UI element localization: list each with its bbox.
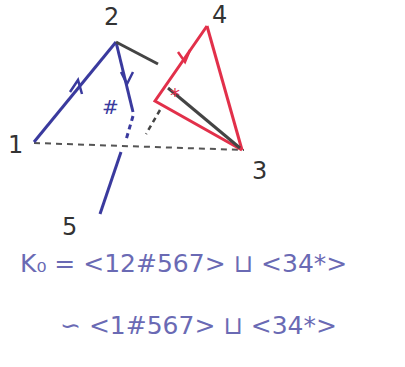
formula-text: K₀ = <12#567> ⊔ <34*> bbox=[20, 250, 347, 278]
crossing-mark: * bbox=[170, 84, 180, 106]
vertex-number: 4 bbox=[212, 2, 227, 28]
blue-strand bbox=[100, 152, 121, 214]
arrow-mark bbox=[70, 80, 82, 94]
vertex-number: 3 bbox=[252, 158, 267, 184]
crossing-mark: # bbox=[102, 96, 119, 118]
arrow-mark bbox=[178, 50, 190, 62]
dark-strand bbox=[146, 110, 160, 134]
red-strand bbox=[207, 26, 242, 150]
red-strand bbox=[155, 26, 242, 150]
vertex-number: 5 bbox=[62, 214, 77, 240]
vertex-number: 1 bbox=[8, 132, 23, 158]
vertex-number: 2 bbox=[104, 4, 119, 30]
blue-strand bbox=[34, 42, 116, 142]
blue-strand bbox=[126, 116, 133, 140]
arrow-mark bbox=[121, 72, 133, 84]
dashed-line bbox=[34, 143, 244, 150]
formula-text: ∽ <1#567> ⊔ <34*> bbox=[60, 312, 337, 340]
dark-strand bbox=[116, 42, 158, 64]
